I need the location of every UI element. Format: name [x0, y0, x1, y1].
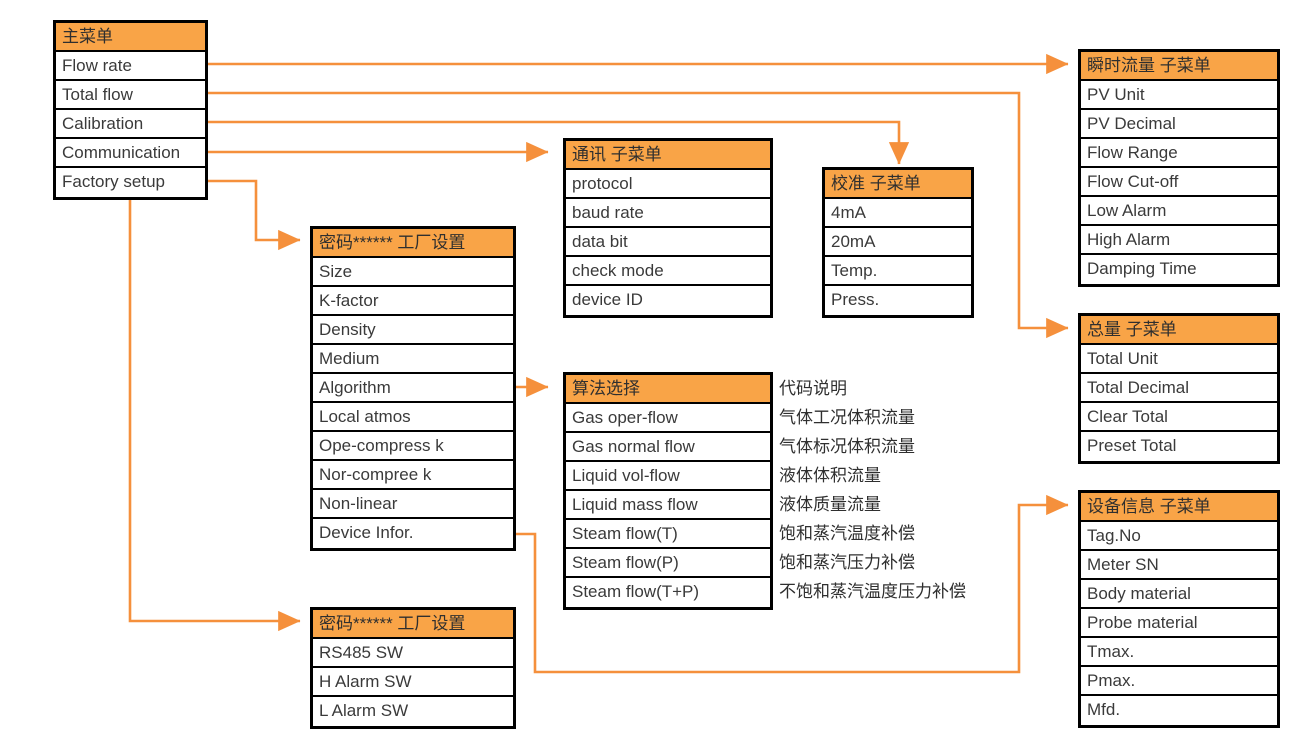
box-communication-submenu-header: 通讯 子菜单 — [566, 141, 770, 170]
box-factory-setup-1-header: 密码****** 工厂设置 — [313, 229, 513, 258]
menu-item-pv-unit[interactable]: PV Unit — [1081, 81, 1277, 110]
menu-item-data-bit[interactable]: data bit — [566, 228, 770, 257]
box-main-menu-header: 主菜单 — [56, 23, 205, 52]
menu-item-low-alarm[interactable]: Low Alarm — [1081, 197, 1277, 226]
menu-item-device-infor[interactable]: Device Infor. — [313, 519, 513, 548]
menu-item-mfd[interactable]: Mfd. — [1081, 696, 1277, 725]
menu-item-flow-rate[interactable]: Flow rate — [56, 52, 205, 81]
menu-item-tag-no[interactable]: Tag.No — [1081, 522, 1277, 551]
menu-item-flow-cut-off[interactable]: Flow Cut-off — [1081, 168, 1277, 197]
menu-item-baud-rate[interactable]: baud rate — [566, 199, 770, 228]
menu-item-body-material[interactable]: Body material — [1081, 580, 1277, 609]
menu-item-device-id[interactable]: device ID — [566, 286, 770, 315]
menu-item-protocol[interactable]: protocol — [566, 170, 770, 199]
box-algorithm-submenu: 算法选择 Gas oper-flow Gas normal flow Liqui… — [563, 372, 773, 610]
box-flow-rate-submenu: 瞬时流量 子菜单 PV Unit PV Decimal Flow Range F… — [1078, 49, 1280, 287]
menu-item-communication[interactable]: Communication — [56, 139, 205, 168]
algorithm-note-steam-flow-tp: 不饱和蒸汽温度压力补偿 — [779, 582, 966, 601]
algorithm-note-gas-oper-flow: 气体工况体积流量 — [779, 408, 915, 427]
menu-item-probe-material[interactable]: Probe material — [1081, 609, 1277, 638]
menu-item-local-atmos[interactable]: Local atmos — [313, 403, 513, 432]
algorithm-note-liquid-mass-flow: 液体质量流量 — [779, 495, 881, 514]
menu-item-l-alarm-sw[interactable]: L Alarm SW — [313, 697, 513, 726]
menu-item-density[interactable]: Density — [313, 316, 513, 345]
menu-item-high-alarm[interactable]: High Alarm — [1081, 226, 1277, 255]
algorithm-note-steam-flow-p: 饱和蒸汽压力补偿 — [779, 553, 915, 572]
menu-item-k-factor[interactable]: K-factor — [313, 287, 513, 316]
menu-item-total-decimal[interactable]: Total Decimal — [1081, 374, 1277, 403]
menu-item-gas-normal-flow[interactable]: Gas normal flow — [566, 433, 770, 462]
menu-item-ope-compress-k[interactable]: Ope-compress k — [313, 432, 513, 461]
menu-item-algorithm[interactable]: Algorithm — [313, 374, 513, 403]
box-algorithm-submenu-header: 算法选择 — [566, 375, 770, 404]
menu-item-20ma[interactable]: 20mA — [825, 228, 971, 257]
menu-item-flow-range[interactable]: Flow Range — [1081, 139, 1277, 168]
menu-item-h-alarm-sw[interactable]: H Alarm SW — [313, 668, 513, 697]
menu-item-liquid-vol-flow[interactable]: Liquid vol-flow — [566, 462, 770, 491]
algorithm-notes-header: 代码说明 — [779, 379, 847, 398]
algorithm-note-liquid-vol-flow: 液体体积流量 — [779, 466, 881, 485]
menu-item-steam-flow-tp[interactable]: Steam flow(T+P) — [566, 578, 770, 607]
menu-item-non-linear[interactable]: Non-linear — [313, 490, 513, 519]
box-main-menu: 主菜单 Flow rate Total flow Calibration Com… — [53, 20, 208, 200]
menu-item-size[interactable]: Size — [313, 258, 513, 287]
menu-item-meter-sn[interactable]: Meter SN — [1081, 551, 1277, 580]
menu-item-tmax[interactable]: Tmax. — [1081, 638, 1277, 667]
menu-item-medium[interactable]: Medium — [313, 345, 513, 374]
menu-item-pv-decimal[interactable]: PV Decimal — [1081, 110, 1277, 139]
box-device-info-submenu: 设备信息 子菜单 Tag.No Meter SN Body material P… — [1078, 490, 1280, 728]
box-flow-rate-submenu-header: 瞬时流量 子菜单 — [1081, 52, 1277, 81]
menu-item-pmax[interactable]: Pmax. — [1081, 667, 1277, 696]
menu-item-gas-oper-flow[interactable]: Gas oper-flow — [566, 404, 770, 433]
menu-item-steam-flow-p[interactable]: Steam flow(P) — [566, 549, 770, 578]
menu-item-check-mode[interactable]: check mode — [566, 257, 770, 286]
menu-item-clear-total[interactable]: Clear Total — [1081, 403, 1277, 432]
box-total-flow-submenu: 总量 子菜单 Total Unit Total Decimal Clear To… — [1078, 313, 1280, 464]
menu-item-4ma[interactable]: 4mA — [825, 199, 971, 228]
box-communication-submenu: 通讯 子菜单 protocol baud rate data bit check… — [563, 138, 773, 318]
box-factory-setup-2-header: 密码****** 工厂设置 — [313, 610, 513, 639]
menu-item-factory-setup[interactable]: Factory setup — [56, 168, 205, 197]
box-factory-setup-1: 密码****** 工厂设置 Size K-factor Density Medi… — [310, 226, 516, 551]
menu-item-steam-flow-t[interactable]: Steam flow(T) — [566, 520, 770, 549]
box-total-flow-submenu-header: 总量 子菜单 — [1081, 316, 1277, 345]
menu-item-damping-time[interactable]: Damping Time — [1081, 255, 1277, 284]
menu-item-temp[interactable]: Temp. — [825, 257, 971, 286]
box-calibration-submenu-header: 校准 子菜单 — [825, 170, 971, 199]
wire-factory-setup-1 — [208, 179, 301, 251]
wire-calibration — [208, 120, 910, 165]
wire-factory-setup-2 — [128, 196, 301, 632]
algorithm-note-gas-normal-flow: 气体标况体积流量 — [779, 437, 915, 456]
menu-item-total-unit[interactable]: Total Unit — [1081, 345, 1277, 374]
menu-item-preset-total[interactable]: Preset Total — [1081, 432, 1277, 461]
menu-item-rs485-sw[interactable]: RS485 SW — [313, 639, 513, 668]
algorithm-note-steam-flow-t: 饱和蒸汽温度补偿 — [779, 524, 915, 543]
menu-item-press[interactable]: Press. — [825, 286, 971, 315]
box-device-info-submenu-header: 设备信息 子菜单 — [1081, 493, 1277, 522]
box-factory-setup-2: 密码****** 工厂设置 RS485 SW H Alarm SW L Alar… — [310, 607, 516, 729]
menu-item-total-flow[interactable]: Total flow — [56, 81, 205, 110]
menu-item-liquid-mass-flow[interactable]: Liquid mass flow — [566, 491, 770, 520]
menu-item-nor-compree-k[interactable]: Nor-compree k — [313, 461, 513, 490]
box-calibration-submenu: 校准 子菜单 4mA 20mA Temp. Press. — [822, 167, 974, 318]
algorithm-notes-column: 代码说明 气体工况体积流量 气体标况体积流量 液体体积流量 液体质量流量 饱和蒸… — [779, 374, 1059, 606]
menu-item-calibration[interactable]: Calibration — [56, 110, 205, 139]
